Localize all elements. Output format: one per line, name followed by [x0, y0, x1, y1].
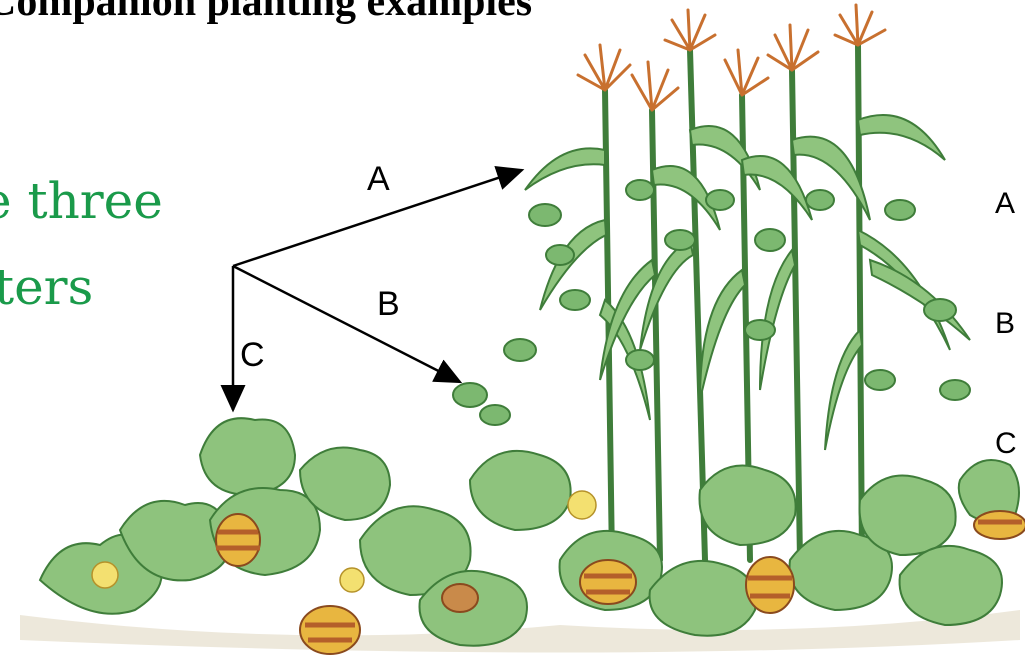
side-label-c: C: [995, 427, 1017, 461]
heading-line-1: e three: [0, 172, 163, 230]
side-label-b: B: [995, 307, 1015, 341]
page-title: Companion planting examples: [0, 0, 532, 26]
arrow-label-a: A: [367, 160, 390, 199]
squash-leaves: [40, 418, 1019, 646]
arrow-label-c: C: [240, 336, 265, 375]
side-label-a: A: [995, 187, 1015, 221]
arrow-b: [233, 266, 460, 382]
corn-tassels: [578, 5, 885, 110]
arrow-label-b: B: [377, 285, 400, 324]
heading-line-2: ters: [0, 258, 93, 316]
